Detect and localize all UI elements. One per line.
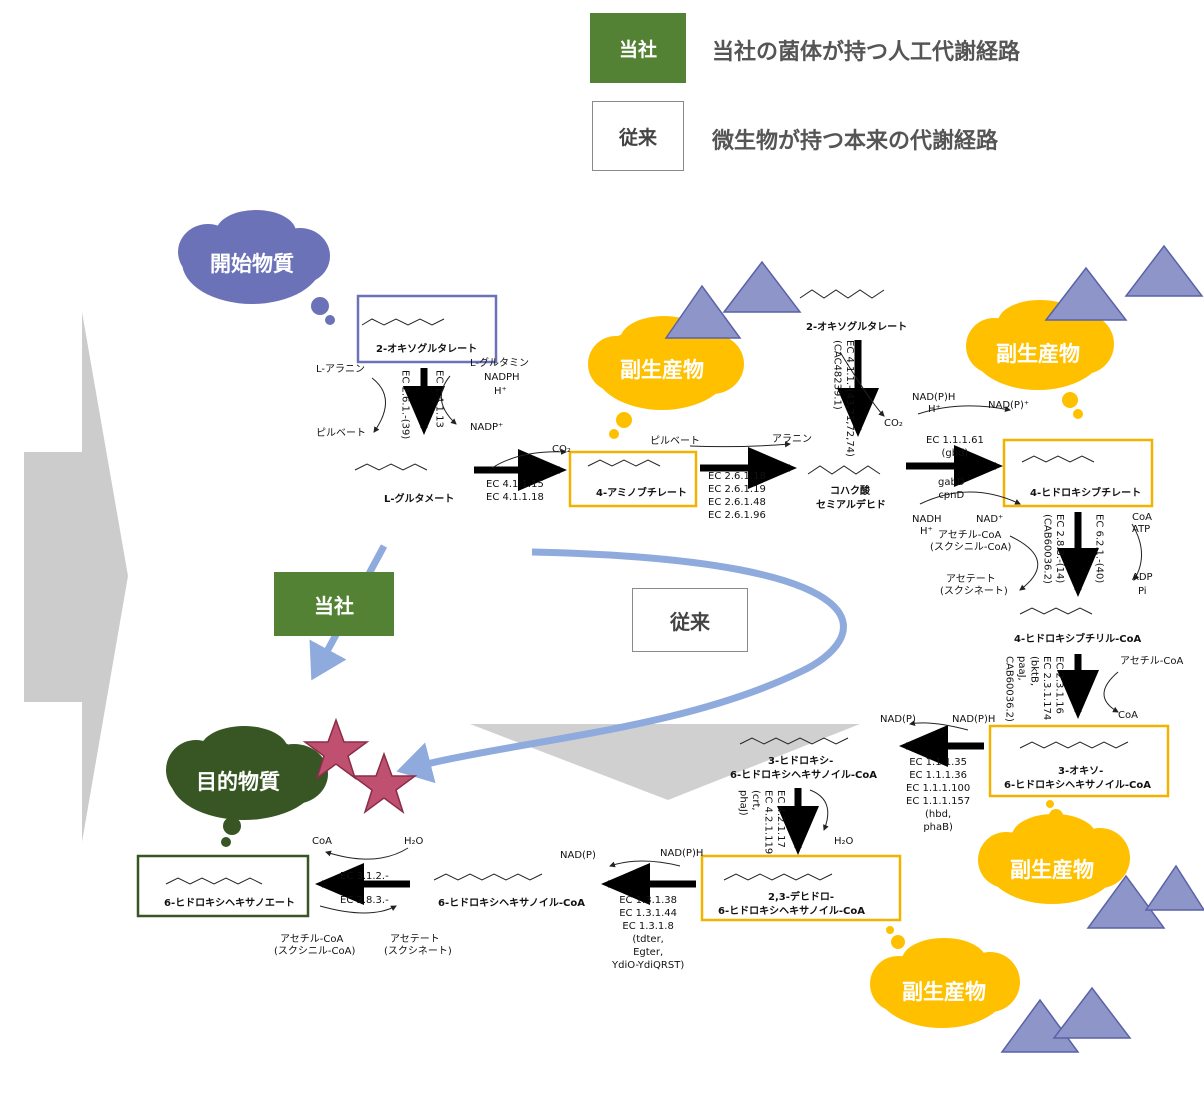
- cof-coa-3: CoA: [312, 836, 332, 847]
- ec-gabd: gabD cpnD: [938, 477, 965, 501]
- byproduct-cloud-4: [870, 926, 1020, 1028]
- ec-gbd: EC 1.1.1.61 (gbd): [926, 435, 984, 459]
- cof-h-plus-2: H⁺: [928, 404, 941, 415]
- cof-co2-1: CO₂: [552, 444, 571, 455]
- ec-coa-trans: EC 2.8.3.-(14) (CAB60036.2): [1041, 514, 1066, 584]
- cof-pyruvate-2: ピルベート: [650, 436, 700, 447]
- ec-decarb: EC 4.1.1.15 EC 4.1.1.18: [486, 479, 544, 503]
- byproduct-label-2: 副生産物: [996, 342, 1080, 366]
- ec-kgd: EC 4.1.1.-(43,71,72,74) (CAC48239.1): [831, 340, 856, 457]
- mol-oxoglutarate-1: 2-オキソグルタレート: [376, 344, 478, 355]
- cof-nadph-2: NAD(P)H: [912, 392, 956, 403]
- mol-dehydro-hexanoyl-coa-2: 6-ヒドロキシヘキサノイル-CoA: [718, 906, 866, 917]
- mol-succinic-semialdehyde-1: コハク酸: [830, 486, 870, 497]
- ec-a: EC 2.6.1.-(39): [399, 370, 411, 440]
- cof-acetyl-coa-3: アセチル-CoA: [280, 934, 344, 945]
- cof-atp: ATP: [1132, 524, 1151, 535]
- cof-h2o-1: H₂O: [834, 836, 854, 847]
- cof-nadph-4: NAD(P)H: [660, 848, 704, 859]
- star-icon: [302, 717, 418, 814]
- cof-acetyl-coa-2: アセチル-CoA: [1120, 656, 1184, 667]
- target-cloud: [166, 726, 328, 847]
- ec-coa-lig: EC 6.2.1.-(40): [1093, 514, 1105, 584]
- cof-nadp-2: NAD(P)⁺: [988, 400, 1030, 411]
- cof-alanine-2: アラニン: [772, 434, 812, 445]
- mol-hydroxybutyrate: 4-ヒドロキシブチレート: [1030, 488, 1142, 499]
- mol-glutamate: L-グルタメート: [384, 494, 455, 505]
- legend-company-tag: 当社: [590, 13, 686, 83]
- cof-nadp-3: NAD(P): [880, 714, 916, 725]
- mol-hydroxyhexanoate: 6-ヒドロキシヘキサノエート: [164, 898, 295, 909]
- cof-alanine-l: L-アラニン: [316, 364, 366, 375]
- mol-dehydro-hexanoyl-coa-1: 2,3-デヒドロ-: [768, 892, 835, 903]
- cof-coa-2: CoA: [1118, 710, 1138, 721]
- mol-hexanoyl-coa: 6-ヒドロキシヘキサノイル-CoA: [438, 898, 586, 909]
- cof-nadp-4: NAD(P): [560, 850, 596, 861]
- cof-nad-plus: NAD⁺: [976, 514, 1004, 525]
- legend-conventional-tag: 従来: [592, 101, 684, 171]
- ec-coa-trans2: EC 2.8.3.-: [340, 895, 389, 906]
- ec-b: EC 1.4.1.13: [433, 370, 445, 428]
- cof-succinate-3: (スクシネート): [384, 946, 452, 957]
- mol-oxo-hexanoyl-coa-1: 3-オキソ-: [1058, 766, 1104, 777]
- cof-pyruvate-l: ピルベート: [316, 428, 366, 439]
- route-company-tag: 当社: [274, 572, 394, 636]
- cof-acetate-1: アセテート: [946, 574, 996, 585]
- cof-h2o-2: H₂O: [404, 836, 424, 847]
- mol-hydroxy-hexanoyl-coa-2: 6-ヒドロキシヘキサノイル-CoA: [730, 770, 878, 781]
- ec-transam: EC 2.6.1.18 EC 2.6.1.19 EC 2.6.1.48 EC 2…: [708, 471, 766, 521]
- cof-acetyl-coa-1: アセチル-CoA: [938, 530, 1002, 541]
- mol-oxo-hexanoyl-coa-2: 6-ヒドロキシヘキサノイル-CoA: [1004, 780, 1152, 791]
- cof-nadh: NADH: [912, 514, 942, 525]
- mol-aminobutyrate: 4-アミノブチレート: [596, 488, 687, 499]
- cof-nadph-3: NAD(P)H: [952, 714, 996, 725]
- mol-hydroxybutyryl-coa: 4-ヒドロキシブチリル-CoA: [1014, 634, 1142, 645]
- byproduct-label-4: 副生産物: [902, 980, 986, 1004]
- mol-succinic-semialdehyde-2: セミアルデヒド: [816, 500, 886, 511]
- ec-crt: EC 4.2.1.17 EC 4.2.1.119 (crt, phaJ): [737, 790, 787, 855]
- cof-acetate-3: アセテート: [390, 934, 440, 945]
- mol-hydroxy-hexanoyl-coa-1: 3-ヒドロキシ-: [768, 756, 834, 767]
- triangle-icon: [664, 244, 1204, 1053]
- cof-h-plus-3: H⁺: [920, 526, 933, 537]
- cof-h-plus-1: H⁺: [494, 386, 507, 397]
- start-label: 開始物質: [210, 252, 294, 276]
- legend-conventional-desc: 微生物が持つ本来の代謝経路: [712, 129, 999, 154]
- target-label: 目的物質: [196, 770, 280, 794]
- cof-co2-2: CO₂: [884, 418, 903, 429]
- byproduct-cloud-3: [978, 800, 1130, 904]
- cof-nadph: NADPH: [484, 372, 520, 383]
- cof-coa-atp: CoA: [1132, 512, 1152, 523]
- route-conventional-tag: 従来: [632, 588, 748, 652]
- start-cloud: [178, 210, 335, 325]
- cof-adp: ADP: [1132, 572, 1153, 583]
- cof-succinyl-coa-3: (スクシニル-CoA): [274, 946, 356, 957]
- ec-thiolase: EC 2.3.1.16 EC 2.3.1.174 (bktB, paaJ, CA…: [1003, 656, 1065, 722]
- ec-ter: EC 1.3.1.38 EC 1.3.1.44 EC 1.3.1.8 (tdte…: [612, 895, 685, 971]
- byproduct-label-1: 副生産物: [620, 358, 704, 382]
- cof-glutamine: L-グルタミン: [470, 358, 530, 369]
- mol-oxoglutarate-2: 2-オキソグルタレート: [806, 322, 908, 333]
- ec-hbd: EC 1.1.1.35 EC 1.1.1.36 EC 1.1.1.100 EC …: [906, 757, 971, 833]
- ec-thioest: EC 3.1.2.-: [340, 871, 389, 882]
- legend-company-desc: 当社の菌体が持つ人工代謝経路: [712, 40, 1021, 65]
- cof-succinate-1: (スクシネート): [940, 586, 1008, 597]
- cof-pi: Pi: [1138, 586, 1147, 597]
- cof-succinyl-coa-1: (スクシニル-CoA): [930, 542, 1012, 553]
- cof-nadp-plus: NADP⁺: [470, 422, 504, 433]
- byproduct-label-3: 副生産物: [1010, 858, 1094, 882]
- byproduct-cloud-2: [966, 300, 1114, 419]
